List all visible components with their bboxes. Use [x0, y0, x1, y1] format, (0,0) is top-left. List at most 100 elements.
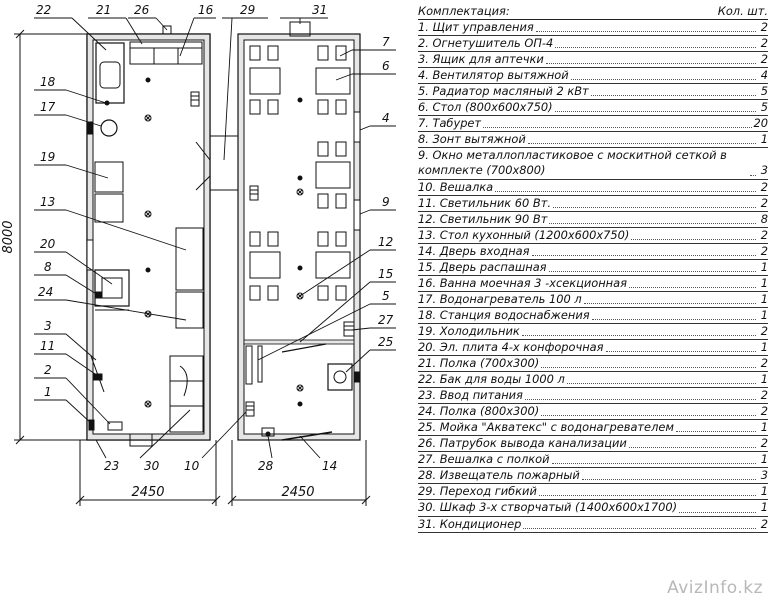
header-qty: Кол. шт.	[717, 4, 768, 18]
equipment-item-name: 30. Шкаф 3-х створчатый (1400х600х1700)	[418, 500, 678, 515]
equipment-item-qty: 3	[760, 468, 768, 483]
equipment-item-name: 17. Водонагреватель 100 л	[418, 291, 582, 306]
callout-25: 25	[378, 335, 393, 349]
equipment-item-qty: 5	[760, 84, 768, 99]
leader-dots	[548, 270, 756, 272]
water-heater	[100, 119, 118, 137]
equipment-item: 6. Стол (800х600х750)5	[418, 100, 768, 117]
equipment-item-qty: 1	[760, 420, 768, 435]
callout-10: 10	[184, 459, 200, 473]
callout-7: 7	[382, 35, 390, 49]
equipment-item: 30. Шкаф 3-х створчатый (1400х600х1700)1	[418, 500, 768, 517]
callout-24: 24	[38, 285, 53, 299]
equipment-item-name: 24. Полка (800х300)	[418, 404, 540, 419]
equipment-item-name: 5. Радиатор масляный 2 кВт	[418, 84, 589, 99]
callout-22: 22	[36, 3, 51, 17]
equipment-item-qty: 1	[760, 339, 768, 354]
callout-11: 11	[40, 339, 55, 353]
equipment-item: 28. Извещатель пожарный 3	[418, 468, 768, 485]
equipment-item: 23. Ввод питания 2	[418, 388, 768, 405]
equipment-item-qty: 5	[760, 100, 768, 115]
equipment-item-name: 10. Вешалка	[418, 179, 494, 194]
equipment-item-qty: 2	[760, 195, 768, 210]
callout-3: 3	[44, 319, 52, 333]
leader-dots	[541, 366, 756, 369]
left-module	[86, 25, 211, 447]
equipment-item-name: 7. Табурет	[418, 116, 482, 131]
leader-dots	[605, 350, 756, 353]
leader-dots	[495, 190, 756, 192]
leader-dots	[679, 511, 756, 513]
leader-dots	[535, 30, 756, 33]
equipment-item-name: 14. Дверь входная	[418, 243, 530, 258]
leader-dots	[538, 494, 756, 497]
callout-17: 17	[40, 100, 56, 114]
equipment-item-name: 3. Ящик для аптечки	[418, 52, 544, 67]
equipment-item-qty: 1	[760, 132, 768, 147]
leader-dots	[521, 334, 756, 336]
leader-dots	[549, 222, 756, 224]
leader-dots	[631, 238, 756, 240]
dim-height: 8000	[1, 220, 16, 253]
equipment-item: 9. Окно металлопластиковое с москитной с…	[418, 148, 768, 180]
equipment-item: 3. Ящик для аптечки 2	[418, 52, 768, 69]
wardrobe	[169, 355, 204, 433]
callout-14: 14	[322, 459, 337, 473]
callout-18: 18	[40, 75, 56, 89]
equipment-item-name: 23. Ввод питания	[418, 388, 523, 403]
equipment-item-name: 8. Зонт вытяжной	[418, 132, 526, 147]
leader-dots	[554, 110, 756, 113]
equipment-item-name: 21. Полка (700х300)	[418, 356, 540, 371]
equipment-item-qty: 2	[760, 436, 768, 451]
sink	[327, 363, 353, 391]
equipment-item-qty: 2	[760, 356, 768, 371]
light-fixtures-left	[144, 77, 152, 408]
equipment-item-name: 18. Станция водоснабжения	[418, 307, 590, 322]
callout-13: 13	[40, 195, 55, 209]
leader-dots	[590, 94, 756, 97]
equipment-item-qty: 3	[760, 163, 768, 178]
equipment-item-qty: 2	[760, 227, 768, 242]
callout-12: 12	[378, 235, 393, 249]
equipment-item-name: 2. Огнетушитель ОП-4	[418, 36, 554, 51]
light-fixtures-right	[296, 97, 304, 407]
leader-dots	[570, 78, 756, 81]
callout-labels: 22 21 26 16 18 17 19 13 20 8 24 3 11 2 1…	[36, 3, 394, 473]
equipment-item-qty: 2	[760, 52, 768, 67]
leader-dots	[750, 174, 756, 176]
equipment-item-qty: 2	[760, 388, 768, 403]
equipment-item-name: 22. Бак для воды 1000 л	[418, 372, 565, 387]
equipment-item-name: 15. Дверь распашная	[418, 259, 547, 274]
callout-4: 4	[382, 111, 390, 125]
dimensions	[14, 29, 371, 506]
dining-tables	[249, 45, 351, 301]
equipment-item: 8. Зонт вытяжной 1	[418, 132, 768, 149]
leader-dots	[541, 414, 756, 417]
leader-dots	[523, 527, 756, 529]
leader-dots	[628, 286, 756, 288]
callout-31: 31	[312, 3, 327, 17]
equipment-item-name: 9. Окно металлопластиковое с москитной с…	[418, 148, 727, 178]
equipment-item-name: 28. Извещатель пожарный	[418, 468, 580, 483]
equipment-item-name: 27. Вешалка с полкой	[418, 452, 550, 467]
equipment-item: 24. Полка (800х300)2	[418, 404, 768, 421]
equipment-item-qty: 1	[760, 259, 768, 274]
stove	[94, 269, 130, 307]
equipment-item-name: 16. Ванна моечная 3 -хсекционная	[418, 275, 627, 290]
callout-28: 28	[258, 459, 274, 473]
equipment-item-qty: 1	[760, 484, 768, 499]
equipment-item-qty: 4	[760, 68, 768, 83]
